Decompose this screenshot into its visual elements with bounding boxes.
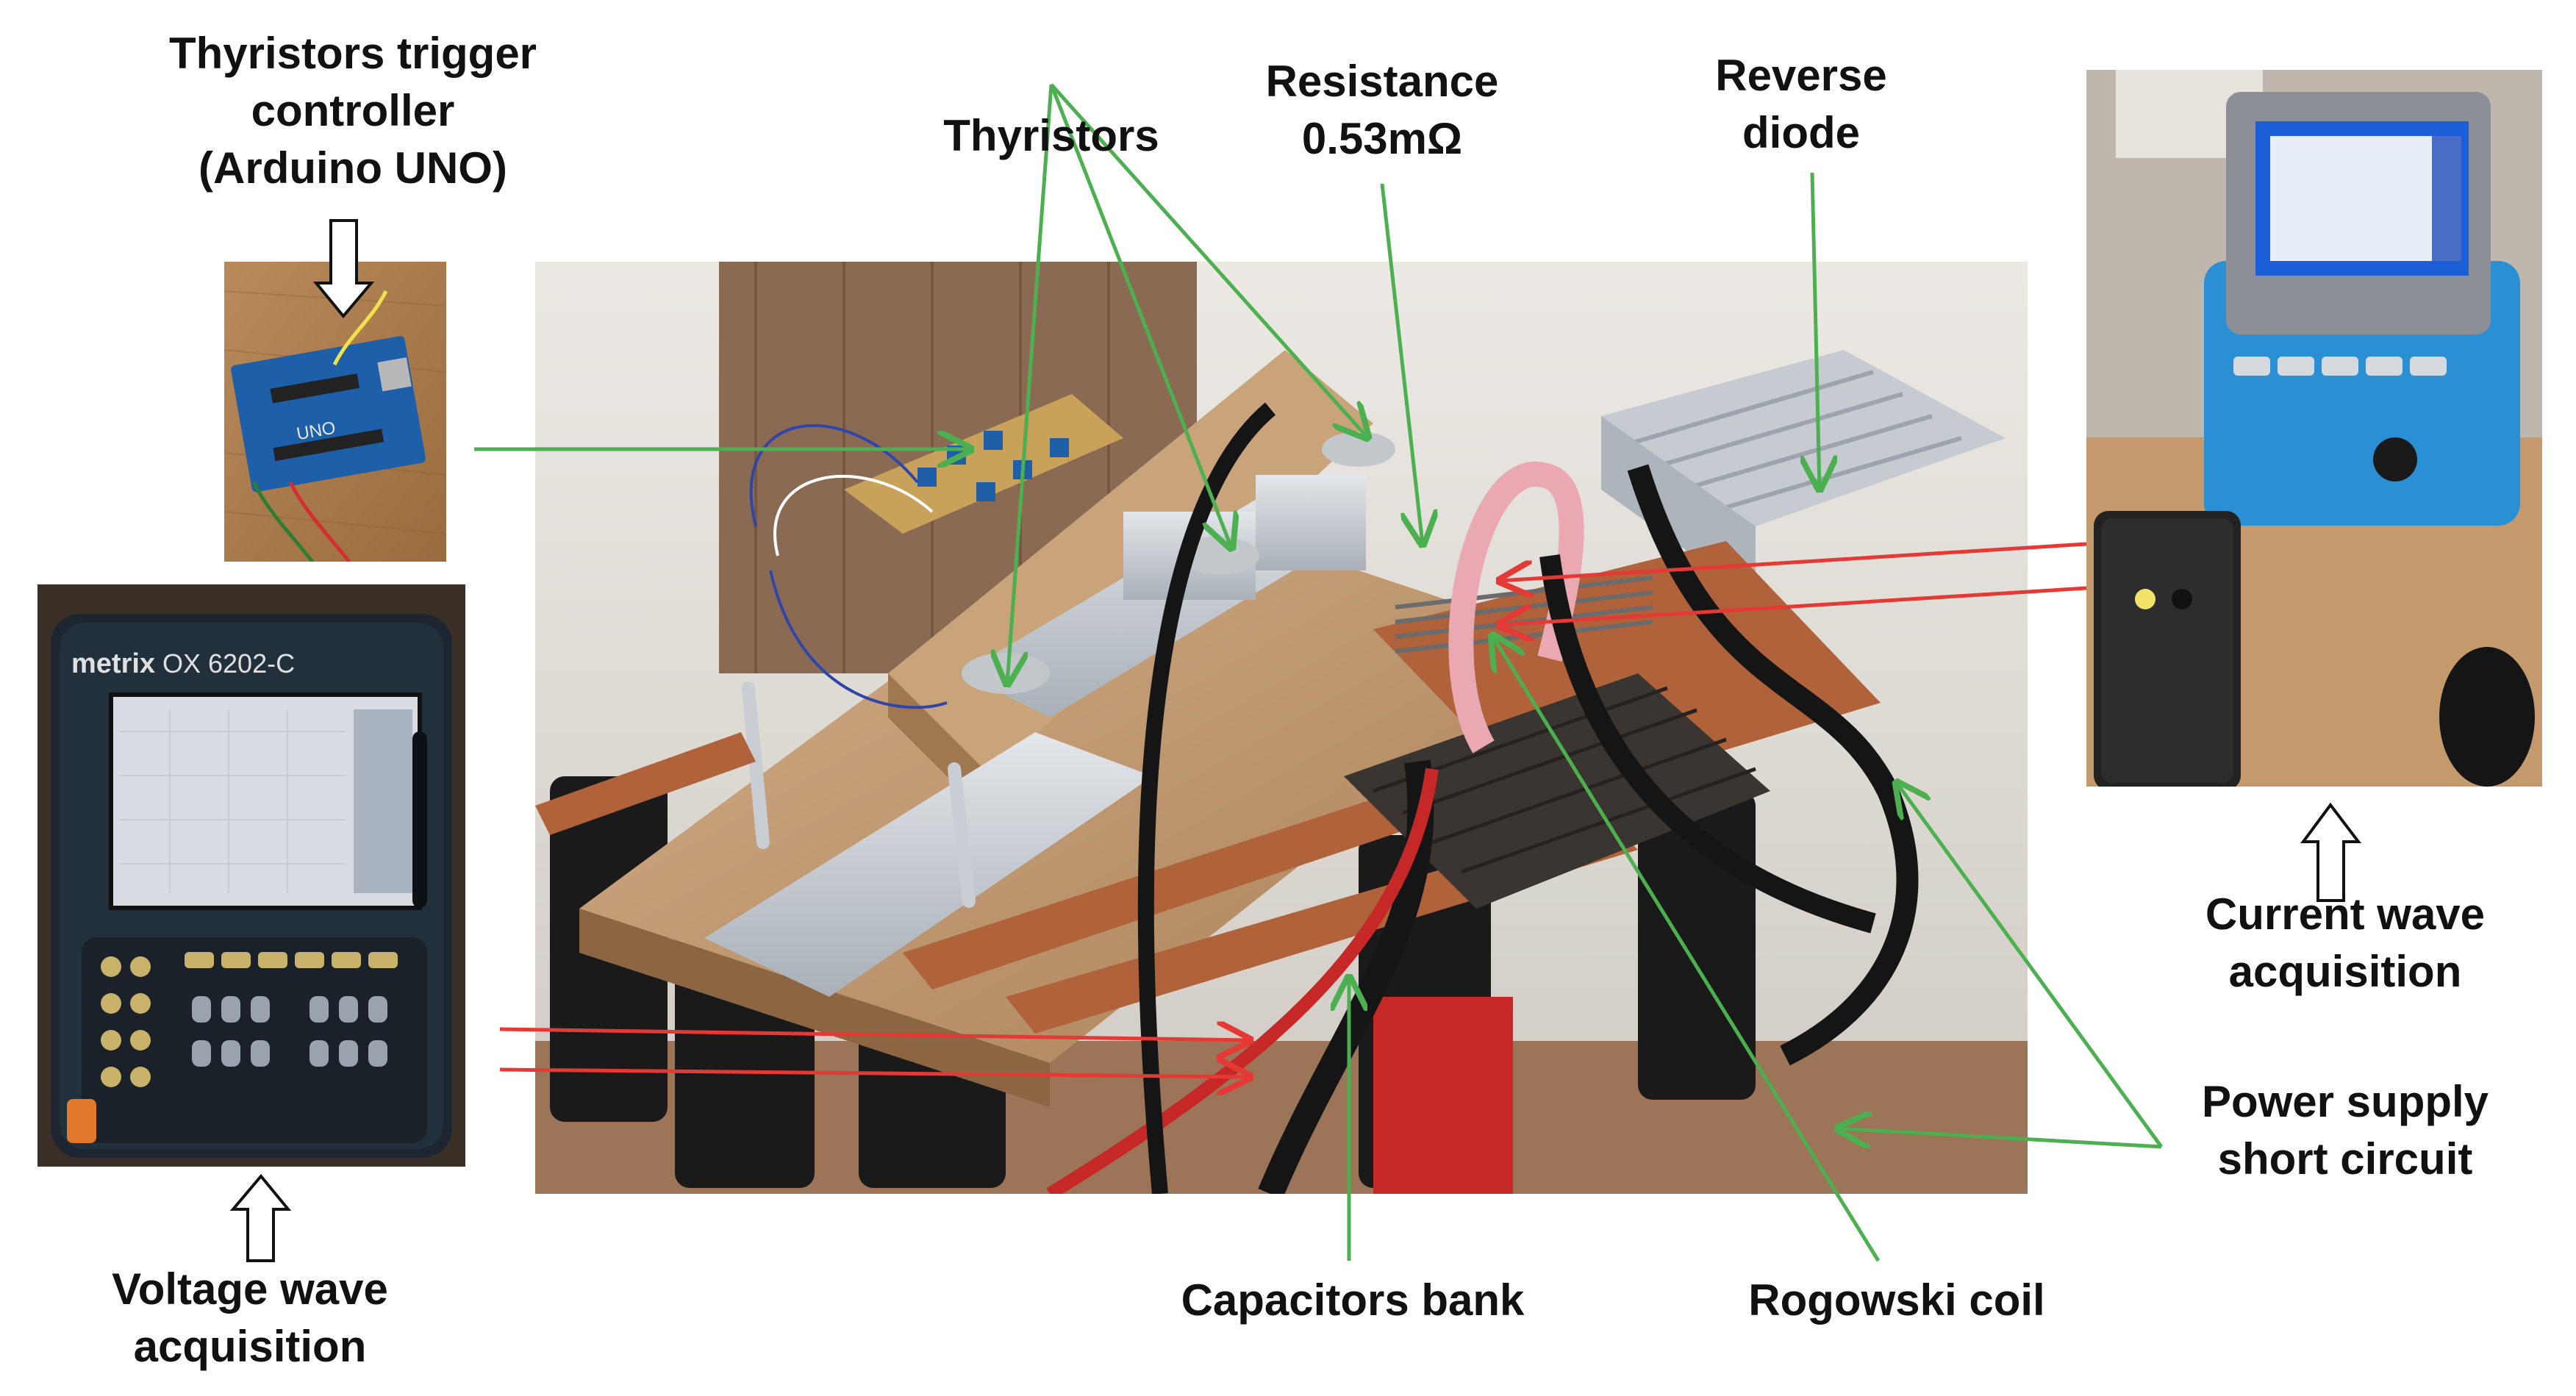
- label-diode-line-2: diode: [1742, 108, 1860, 157]
- label-capacitors-bank: Capacitors bank: [1181, 1275, 1525, 1325]
- oscilloscope-brand: metrix: [71, 648, 155, 679]
- label-trigger-line-3: (Arduino UNO): [198, 143, 507, 193]
- label-power-supply: Power supply short circuit: [2132, 1073, 2558, 1188]
- label-power-line-1: Power supply: [2201, 1077, 2489, 1126]
- hollow-arrow-voltage: [229, 1173, 292, 1262]
- label-current-wave: Current wave acquisition: [2132, 886, 2558, 1001]
- bench-photo: [535, 262, 2028, 1194]
- label-current-line-1: Current wave: [2205, 889, 2486, 939]
- label-rogowski-coil: Rogowski coil: [1748, 1275, 2045, 1325]
- label-voltage-line-2: acquisition: [133, 1322, 367, 1371]
- label-voltage-line-1: Voltage wave: [112, 1264, 388, 1314]
- label-resistance-line-2: 0.53mΩ: [1301, 114, 1463, 163]
- oscilloscope-model: OX 6202-C: [162, 648, 295, 679]
- arduino-photo: UNO: [224, 262, 446, 562]
- oscilloscope-photo: metrix OX 6202-C: [37, 584, 465, 1167]
- label-trigger-line-2: controller: [251, 86, 455, 135]
- label-trigger-controller: Thyristors trigger controller (Arduino U…: [140, 25, 566, 197]
- label-diode-line-1: Reverse: [1715, 51, 1887, 100]
- label-resistance-line-1: Resistance: [1265, 57, 1499, 106]
- label-power-line-2: short circuit: [2217, 1134, 2473, 1184]
- label-reverse-diode: Reverse diode: [1669, 47, 1933, 162]
- label-voltage-wave: Voltage wave acquisition: [44, 1261, 456, 1375]
- label-resistance: Resistance 0.53mΩ: [1228, 53, 1536, 168]
- label-trigger-line-1: Thyristors trigger: [168, 29, 537, 78]
- label-thyristors: Thyristors: [943, 111, 1159, 160]
- label-current-line-2: acquisition: [2228, 947, 2462, 996]
- current-acquisition-photo: [2086, 70, 2542, 787]
